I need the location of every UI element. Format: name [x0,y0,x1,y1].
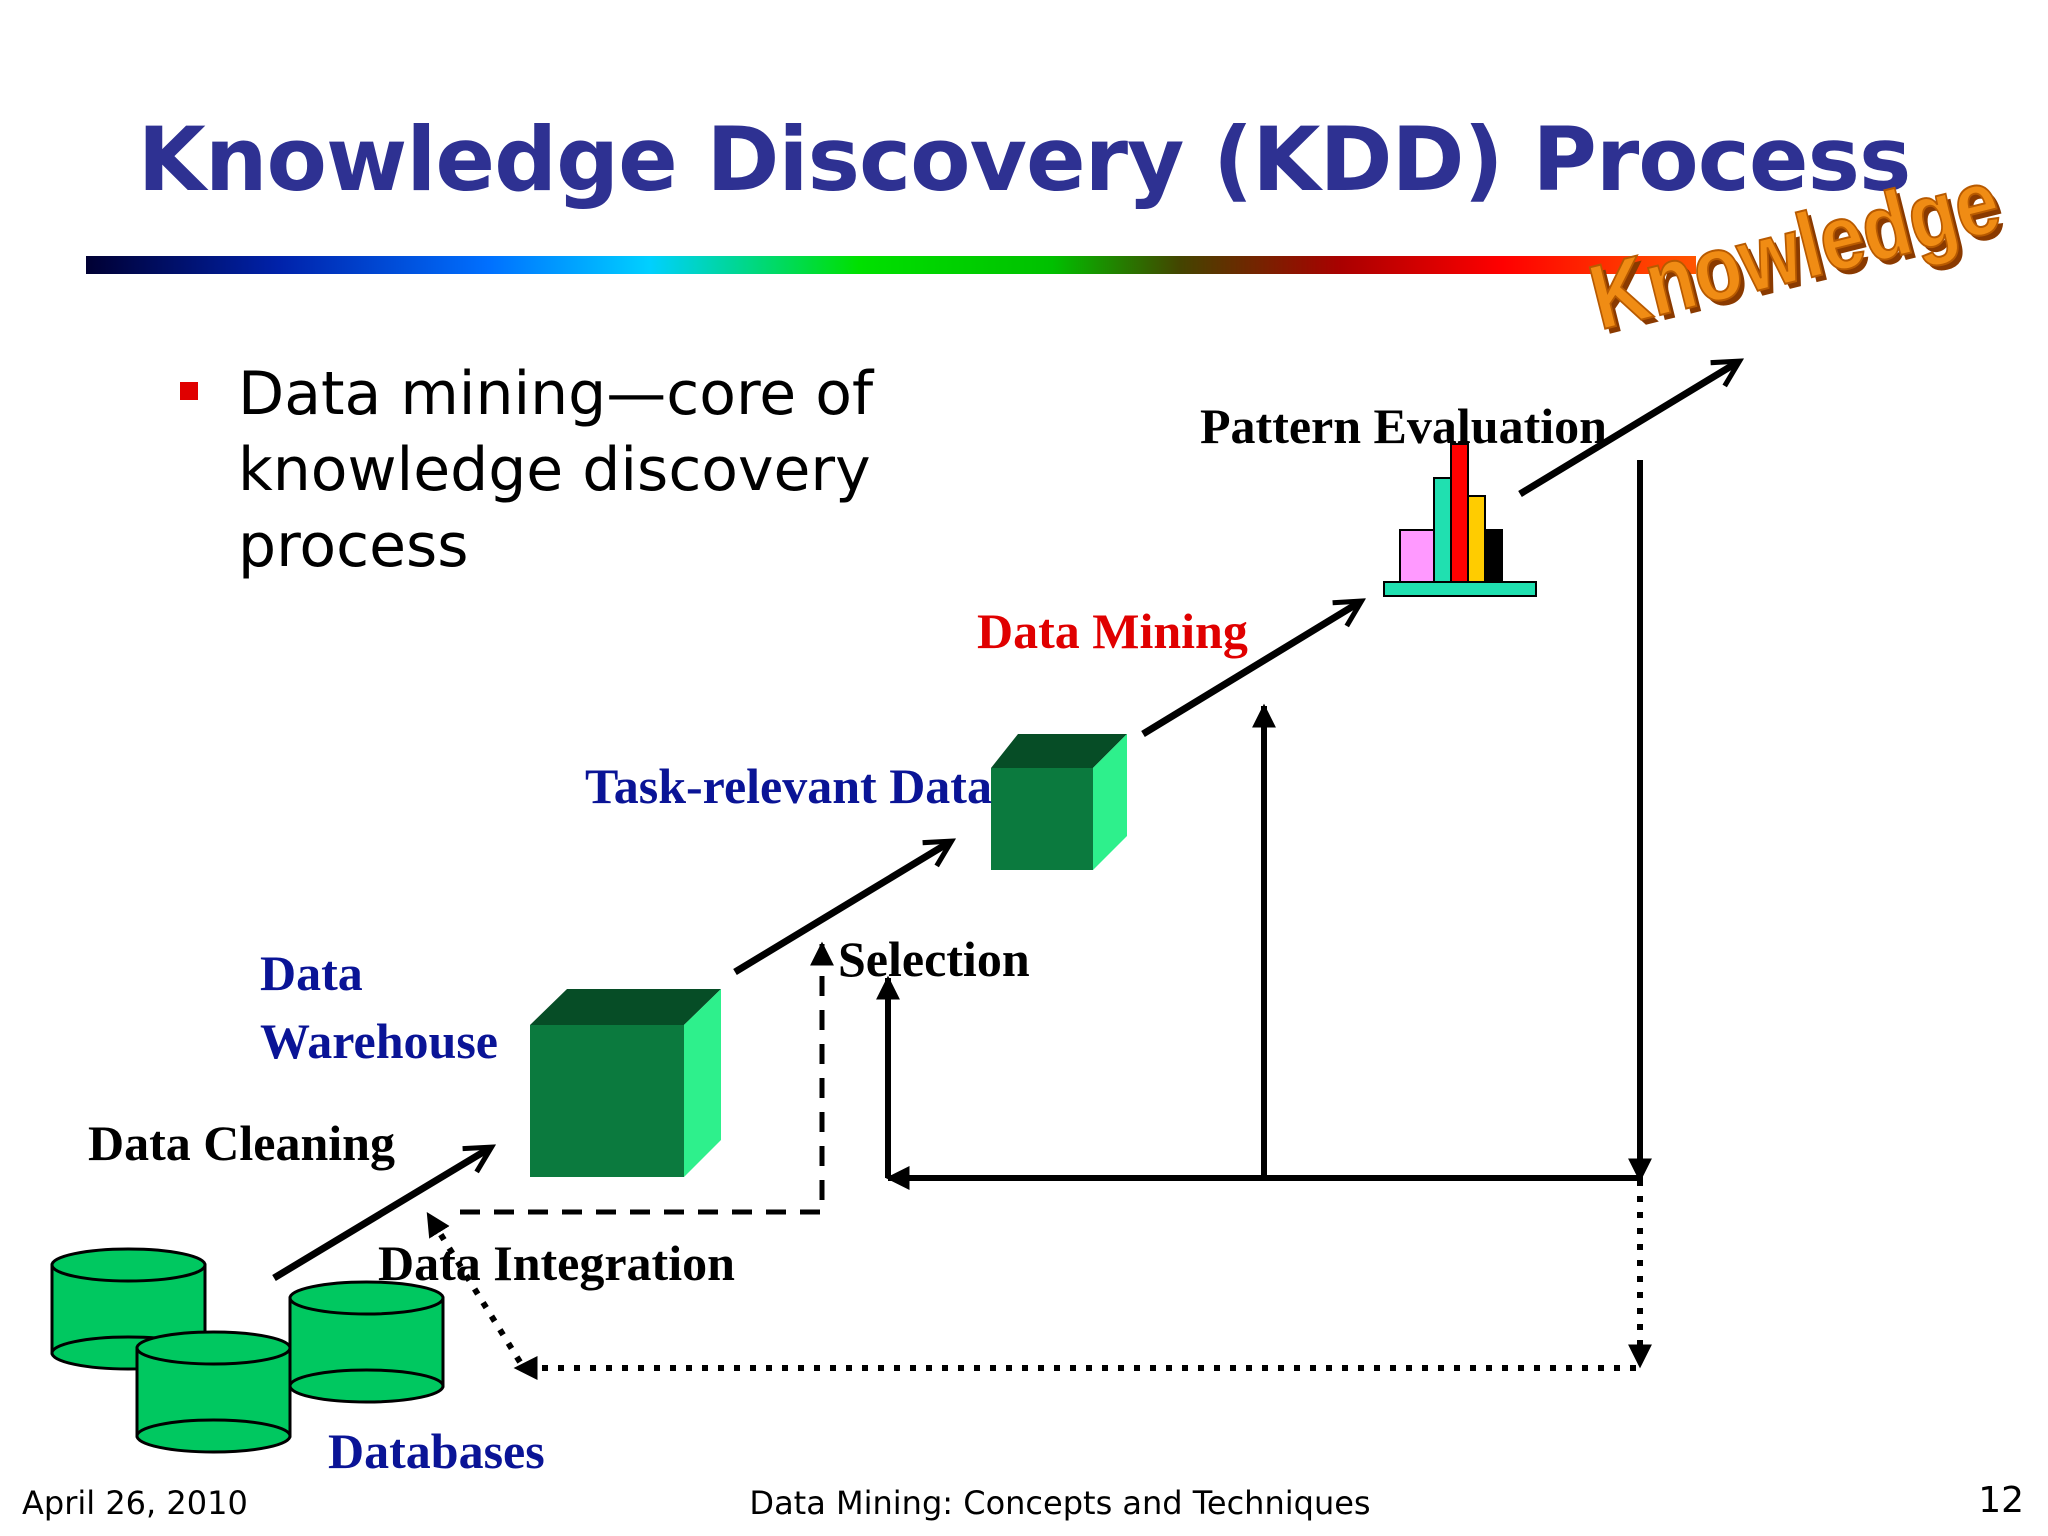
label-pattern-evaluation: Pattern Evaluation [1200,398,1607,454]
label-task-relevant-data: Task-relevant Data [585,758,992,814]
feedback-loop-arrows [425,460,1652,1380]
database-cylinder-icon [288,1280,445,1404]
label-databases: Databases [328,1423,545,1479]
task-relevant-data-cube-icon [991,734,1127,870]
label-data-integration: Data Integration [378,1235,735,1291]
title-gradient-rule [86,256,1696,274]
bullet-square-icon [180,382,198,400]
footer-course-title: Data Mining: Concepts and Techniques [749,1484,1371,1522]
arrow-warehouse-to-task-data [733,842,950,975]
databases-icon [50,1247,445,1454]
database-cylinder-icon [135,1330,292,1454]
label-data-cleaning: Data Cleaning [88,1115,395,1171]
data-warehouse-cube-icon [530,989,721,1177]
label-data-mining: Data Mining [977,603,1248,659]
footer-page-number: 12 [1978,1480,2024,1521]
arrow-pattern-to-knowledge [1518,362,1738,497]
knowledge-wordart-text: Knowledge [1580,150,2009,350]
label-data-warehouse-line1: Data [260,945,363,1001]
label-selection: Selection [838,931,1030,987]
knowledge-wordart: Knowledge Knowledge [1579,149,2014,355]
pattern-chart-icon [1383,443,1537,597]
slide-title: Knowledge Discovery (KDD) Process [137,108,1912,211]
label-data-warehouse-line2: Warehouse [260,1013,498,1069]
arrow-task-data-to-mining [1141,602,1360,737]
bullet-text: Data mining—core of knowledge discovery … [238,359,874,581]
arrow-databases-to-warehouse [272,1148,490,1281]
footer-date: April 26, 2010 [22,1484,248,1522]
